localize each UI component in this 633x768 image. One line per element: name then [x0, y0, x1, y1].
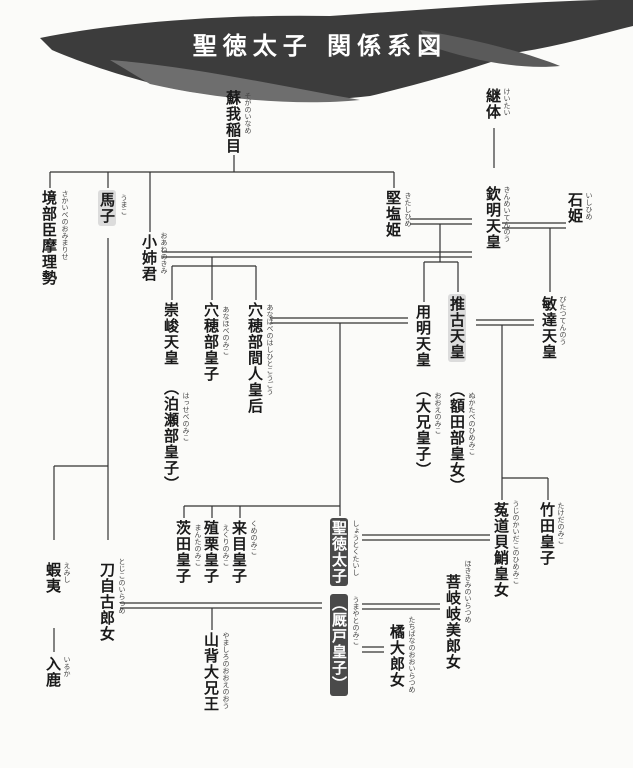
person-ishihime: 石姫 [566, 192, 584, 224]
person-shotoku-taishi: 聖徳太子 [330, 518, 348, 586]
person-iruka: 入鹿 [44, 656, 62, 688]
person-ekuri-no-miko: 殖栗皇子 [202, 520, 220, 584]
ruby-keitai: けいたい [503, 88, 511, 116]
person-kitashihime: 堅塩姫 [384, 190, 402, 238]
alt-name-hatsusebe: （泊瀬部皇子） [162, 380, 180, 492]
ruby-hatsusebe: はっせべのみこ [182, 392, 190, 441]
ruby-bidatsu-tenno: びたつてんのう [559, 296, 567, 345]
person-uji-no-kaidako: 菟道貝鮹皇女 [492, 502, 510, 598]
ruby-sakaibe-marise: さかいべのおみまりせ [61, 190, 69, 260]
ruby-yamashiro-no-oe: やましろのおおえのおう [222, 632, 230, 709]
person-anahobe-hashihito: 穴穂部間人皇后 [246, 302, 264, 414]
person-yomei-tenno: 用明天皇 [414, 304, 432, 368]
ruby-anahobe-no-miko: あなほべのみこ [222, 306, 230, 355]
person-kume-no-miko: 来目皇子 [230, 520, 248, 584]
alt-name-umayato: （厩戸皇子） [330, 594, 348, 696]
ruby-umako: うまこ [120, 194, 128, 215]
person-umako: 馬子 [98, 190, 116, 226]
person-oane-no-kimi: 小姉君 [140, 234, 158, 282]
ruby-nukatabe: ぬかたべのひめみこ [468, 392, 476, 455]
ruby-kinmei-tenno: きんめいてんのう [503, 186, 511, 242]
person-sushun-tenno: 崇峻天皇 [162, 302, 180, 366]
person-bidatsu-tenno: 敏達天皇 [540, 296, 558, 360]
ruby-tojiko-no-iratsume: とじこのいらつめ [118, 558, 126, 614]
ruby-kitashihime: きたしひめ [404, 192, 412, 227]
person-yamashiro-no-oe: 山背大兄王 [202, 632, 220, 712]
ruby-takeda-no-miko: たけだのみこ [557, 502, 565, 544]
ruby-ekuri-no-miko: えくりのみこ [222, 524, 230, 566]
alt-name-nukatabe: （額田部皇女） [448, 382, 466, 494]
ruby-kume-no-miko: くめのみこ [250, 520, 258, 555]
title-banner [40, 0, 633, 103]
person-suiko-tenno: 推古天皇 [448, 294, 466, 362]
ruby-anahobe-hashihito: あなほべのはしひとこうごう [266, 304, 274, 395]
ruby-emishi: えみし [63, 562, 71, 583]
ruby-manta-no-miko: まんたのみこ [194, 524, 202, 566]
ruby-uji-no-kaidako: うじのかいだこのひめみこ [512, 500, 520, 584]
ruby-soga-no-iname: そがのいなめ [244, 92, 252, 134]
person-soga-no-iname: 蘇我稲目 [224, 90, 242, 154]
ruby-hokikimi-no-iratsume: ほききみのいらつめ [464, 560, 472, 623]
alt-name-oe-no-miko: （大兄皇子） [414, 382, 432, 478]
ruby-iruka: いるか [63, 656, 71, 677]
person-kinmei-tenno: 欽明天皇 [484, 186, 502, 250]
person-tojiko-no-iratsume: 刀自古郎女 [98, 562, 116, 642]
ruby-shotoku-taishi: しょうとくたいし [352, 520, 360, 576]
person-sakaibe-marise: 境部臣摩理勢 [40, 190, 58, 286]
person-manta-no-miko: 茨田皇子 [174, 520, 192, 584]
person-tachibana-no-oiratsume: 橘大郎女 [388, 624, 406, 688]
ruby-oe-no-miko: おおえのみこ [434, 392, 442, 434]
ruby-umayato: うまやとのみこ [352, 596, 360, 645]
chart-title: 聖徳太子 関係系図 [192, 31, 448, 60]
person-takeda-no-miko: 竹田皇子 [538, 502, 556, 566]
ruby-tachibana-no-oiratsume: たちばなのおおいらつめ [408, 616, 416, 693]
person-hokikimi-no-iratsume: 菩岐岐美郎女 [444, 574, 462, 670]
person-anahobe-no-miko: 穴穂部皇子 [202, 302, 220, 382]
person-emishi: 蝦夷 [44, 562, 62, 594]
ruby-oane-no-kimi: おあねのきみ [160, 232, 168, 274]
person-keitai: 継体 [484, 88, 502, 120]
ruby-ishihime: いしひめ [585, 192, 593, 220]
